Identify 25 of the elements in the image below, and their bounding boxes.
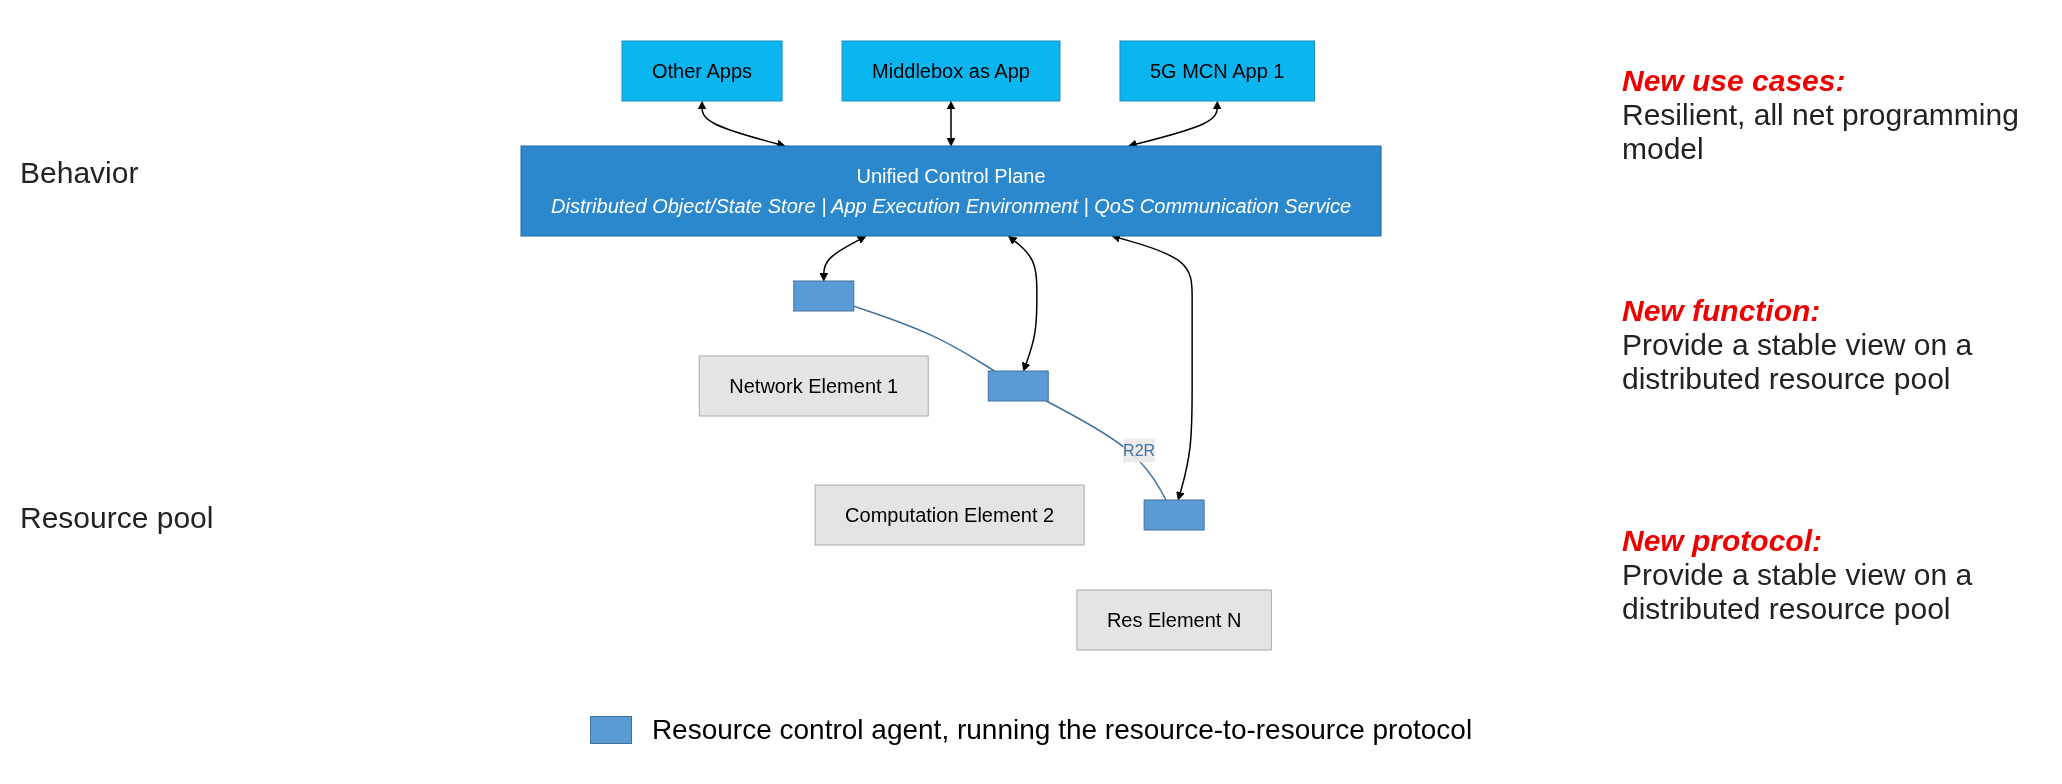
node-box: Res Element N: [1076, 589, 1272, 650]
section-heading: New function:: [1622, 294, 1822, 328]
node-box: Other Apps: [621, 40, 783, 101]
layer-label: Resource pool: [20, 500, 215, 535]
node-box: [987, 370, 1049, 401]
section-heading: New use cases:: [1622, 64, 1847, 98]
node-box: Unified Control Plane Distributed Object/State Store | App Execution Environment | QoS Communication Service: [520, 145, 1382, 236]
node-box: [793, 280, 855, 311]
section-heading: New protocol:: [1622, 524, 1823, 558]
arrow: [819, 235, 867, 281]
edge-label: R2R: [1123, 441, 1156, 458]
node-box: [1143, 499, 1205, 530]
layer-label: Behavior: [20, 155, 140, 190]
node-box: Middlebox as App: [841, 40, 1061, 101]
description-text: Resilient, all net programming model: [1622, 98, 2020, 166]
arrow: [946, 100, 956, 146]
connector: [1045, 399, 1167, 501]
node-box: 5G MCN App 1: [1119, 40, 1315, 101]
node-box: Computation Element 2: [814, 484, 1085, 545]
description-text: Provide a stable view on a distributed resource pool: [1622, 328, 1974, 396]
legend-text: Resource control agent, running the resource-to-resource protocol: [651, 714, 1473, 746]
description-text: Provide a stable view on a distributed resource pool: [1622, 558, 1974, 626]
node-box: Network Element 1: [698, 355, 929, 416]
arrow: [1008, 235, 1038, 371]
connector: [853, 304, 996, 372]
